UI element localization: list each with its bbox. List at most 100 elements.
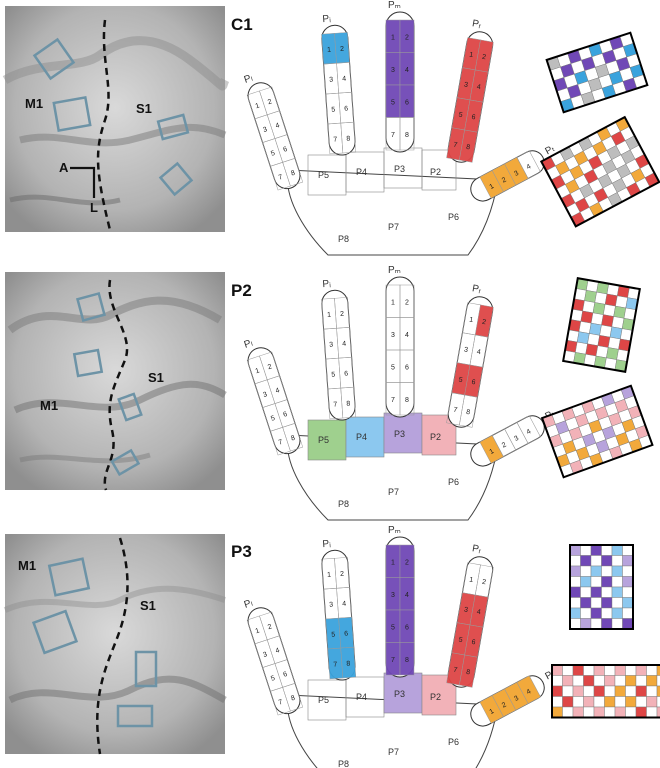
matrix-cell: [646, 696, 658, 708]
finger-tip-label: Pₘ: [388, 265, 401, 276]
roi-square: [158, 161, 194, 197]
m1-label: M1: [18, 558, 36, 573]
palm-label-p7: P7: [388, 747, 399, 757]
brain-panel-p2: M1 S1: [5, 272, 227, 491]
cell-number: 6: [405, 364, 409, 371]
matrix-cell: [611, 618, 623, 630]
matrix-cell: [656, 675, 660, 687]
matrix-cell: [622, 597, 634, 609]
matrix-cell: [597, 335, 611, 348]
matrix-cell: [614, 696, 626, 708]
roi-square: [117, 392, 143, 422]
cell-number: 2: [340, 571, 344, 578]
matrix-cell: [603, 304, 616, 317]
m1-label: M1: [40, 398, 58, 413]
matrix-cell: [583, 706, 595, 718]
matrix-cell: [578, 321, 592, 334]
cell-number: 6: [344, 631, 348, 638]
matrix-cell: [569, 586, 581, 598]
matrix-cell: [601, 576, 613, 588]
matrix-cell: [611, 544, 623, 556]
palm-label-p2: P2: [430, 167, 441, 177]
cell-number: 1: [391, 559, 395, 566]
cell-number: 6: [471, 114, 476, 122]
cell-number: 6: [282, 146, 288, 154]
matrix-cell: [622, 586, 634, 598]
matrix-body: [539, 115, 660, 228]
cell-number: 8: [346, 135, 350, 142]
matrix-cell: [590, 555, 602, 567]
cell-number: 6: [344, 106, 348, 113]
matrix-cell: [606, 347, 619, 360]
matrix-cell: [646, 685, 658, 697]
cell-number: 8: [405, 132, 409, 139]
cell-number: 7: [333, 401, 337, 408]
matrix-c1-bottom: [539, 115, 660, 228]
matrix-cell: [590, 565, 602, 577]
finger-cell: [399, 642, 415, 676]
matrix-cell: [601, 607, 613, 619]
axis-l-label: L: [90, 200, 98, 215]
matrix-cell: [656, 706, 660, 718]
matrix-cell: [635, 706, 647, 718]
palm-label-p4: P4: [356, 692, 367, 702]
finger-tip-label: Pᵢ: [322, 14, 331, 26]
cell-number: 2: [267, 363, 273, 371]
matrix-cell: [604, 696, 616, 708]
cell-number: 2: [481, 319, 486, 327]
matrix-cell: [572, 675, 584, 687]
matrix-cell: [635, 685, 647, 697]
matrix-body: [569, 544, 634, 630]
matrix-cell: [580, 586, 592, 598]
matrix-cell: [562, 675, 574, 687]
matrix-cell: [583, 664, 595, 676]
brain-surface: [5, 6, 225, 232]
matrix-cell: [583, 696, 595, 708]
cell-number: 3: [513, 435, 520, 443]
matrix-cell: [615, 295, 628, 309]
matrix-cell: [601, 544, 613, 556]
finger-tip-label: Pₗ: [243, 598, 255, 611]
matrix-cell: [625, 706, 637, 718]
palm-label-p5: P5: [318, 695, 329, 705]
matrix-cell: [604, 664, 616, 676]
matrix-cell: [604, 706, 616, 718]
cell-number: 2: [481, 54, 486, 62]
matrix-body: [545, 31, 649, 114]
matrix-cell: [635, 696, 647, 708]
matrix-body: [540, 384, 654, 479]
cell-number: 2: [501, 176, 508, 184]
cell-number: 3: [329, 342, 333, 349]
s1-label: S1: [140, 598, 156, 613]
matrix-p3-top: [569, 544, 634, 630]
matrix-cell: [562, 664, 574, 676]
axis-a-label: A: [59, 160, 69, 175]
finger-tip-label: Pᵢ: [322, 279, 331, 291]
cell-number: 7: [453, 407, 458, 415]
cell-number: 5: [391, 364, 395, 371]
cell-number: 4: [526, 163, 533, 171]
matrix-cell: [569, 618, 581, 630]
cell-number: 1: [469, 576, 474, 584]
cell-number: 1: [489, 708, 496, 716]
thumb-cell: [516, 415, 541, 444]
cell-number: 7: [391, 132, 395, 139]
matrix-body: [551, 664, 660, 719]
cell-number: 2: [340, 311, 344, 318]
cell-number: 4: [476, 349, 481, 357]
gyrus-shadow: [8, 675, 227, 704]
gyrus-shadow: [7, 296, 223, 334]
finger-tip-label: Pᵣ: [471, 283, 482, 296]
matrix-cell: [562, 696, 574, 708]
finger-cell: [340, 386, 357, 419]
finger-tip-label: Pᵢ: [322, 539, 331, 551]
matrix-cell: [583, 685, 595, 697]
cell-number: 5: [458, 637, 463, 645]
